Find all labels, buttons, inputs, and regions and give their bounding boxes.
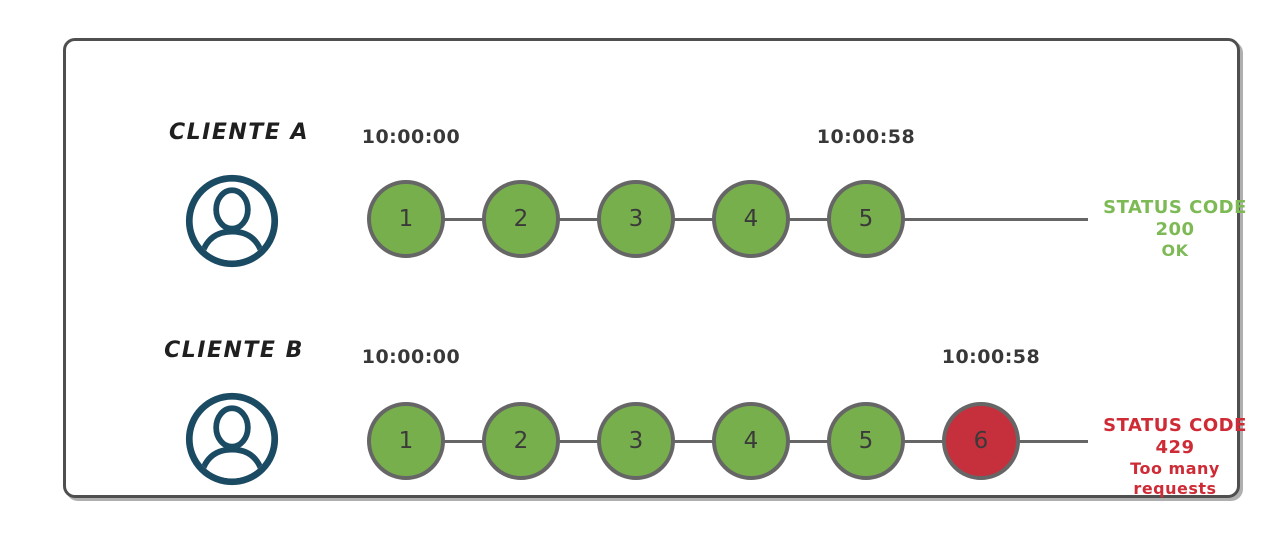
request-circle: 3 xyxy=(597,180,675,258)
request-circle: 5 xyxy=(827,402,905,480)
request-circle: 2 xyxy=(482,402,560,480)
start-timestamp: 10:00:00 xyxy=(361,346,461,368)
status-label: STATUS CODE 200 OK xyxy=(1090,197,1260,261)
request-number: 4 xyxy=(743,206,759,232)
request-number: 5 xyxy=(858,428,874,454)
person-icon xyxy=(184,391,280,487)
end-timestamp: 10:00:58 xyxy=(941,346,1041,368)
status-code-text: STATUS CODE 429 xyxy=(1103,415,1247,458)
diagram-frame: CLIENTE A 10:00:00 10:00:58 1 2 3 4 5 xyxy=(63,38,1246,498)
status-code-text: STATUS CODE 200 xyxy=(1103,197,1247,240)
request-number: 1 xyxy=(398,206,414,232)
request-circle: 1 xyxy=(367,402,445,480)
request-number: 1 xyxy=(398,428,414,454)
request-circle: 1 xyxy=(367,180,445,258)
request-number: 5 xyxy=(858,206,874,232)
request-number: 6 xyxy=(973,428,989,454)
request-circle-blocked: 6 xyxy=(942,402,1020,480)
status-label: STATUS CODE 429 Too many requests xyxy=(1090,415,1260,499)
client-b-label: CLIENTE B xyxy=(164,338,304,363)
request-number: 4 xyxy=(743,428,759,454)
request-circle: 4 xyxy=(712,402,790,480)
request-circle: 2 xyxy=(482,180,560,258)
client-a-label: CLIENTE A xyxy=(169,120,310,145)
person-icon xyxy=(184,173,280,269)
request-number: 2 xyxy=(513,428,529,454)
request-number: 3 xyxy=(628,428,644,454)
request-circle: 5 xyxy=(827,180,905,258)
status-message-text: Too many requests xyxy=(1130,459,1220,498)
end-timestamp: 10:00:58 xyxy=(816,126,916,148)
request-number: 2 xyxy=(513,206,529,232)
request-circle: 3 xyxy=(597,402,675,480)
status-message-text: OK xyxy=(1161,241,1189,260)
start-timestamp: 10:00:00 xyxy=(361,126,461,148)
request-circle: 4 xyxy=(712,180,790,258)
request-number: 3 xyxy=(628,206,644,232)
